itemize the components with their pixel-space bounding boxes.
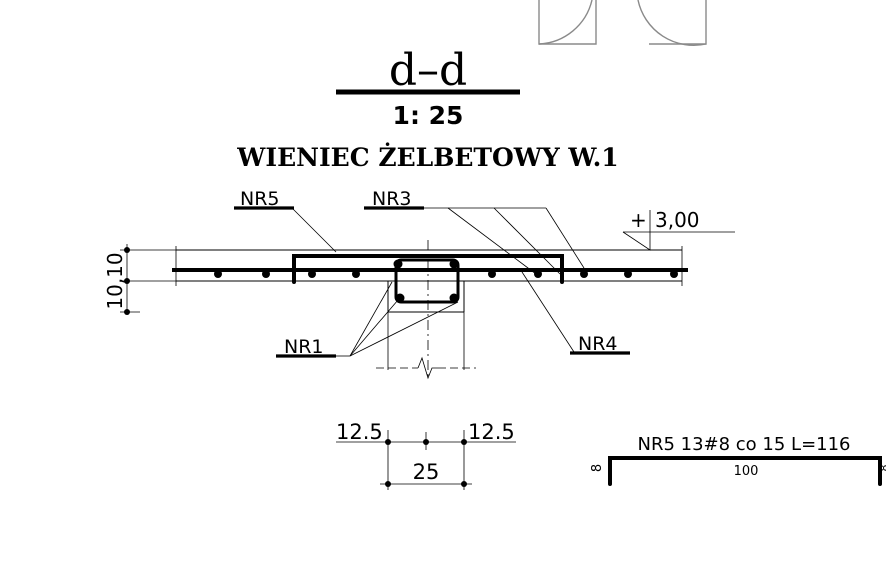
wall-break — [376, 312, 476, 380]
nr1-stirrup — [394, 258, 460, 304]
nr1-label: NR1 — [284, 336, 324, 358]
bar-hook-right: 8 — [878, 465, 886, 472]
bottom-dimension — [336, 430, 516, 490]
bar-schedule-length: 100 — [734, 464, 759, 479]
leader-lines — [291, 207, 585, 357]
slab-dims-label: 10,10 — [103, 252, 127, 309]
dim-left-half: 12.5 — [336, 420, 383, 444]
nr3-label: NR3 — [372, 188, 412, 210]
section-subtitle: WIENIEC ŻELBETOWY W.1 — [236, 143, 618, 172]
bar-hook-left: 8 — [590, 464, 605, 472]
dim-total-width: 25 — [413, 460, 440, 484]
nr5-label: NR5 — [240, 188, 280, 210]
slab-outline — [175, 246, 683, 313]
bar-schedule — [608, 456, 882, 486]
dim-right-half: 12.5 — [468, 420, 515, 444]
bar-schedule-title: NR5 13#8 co 15 L=116 — [637, 434, 850, 455]
section-scale: 1: 25 — [393, 101, 464, 130]
section-title: d–d — [389, 45, 467, 96]
rebar-dots — [214, 259, 678, 303]
left-dimension — [120, 244, 176, 315]
level-mark — [622, 210, 735, 251]
level-value: 3,00 — [655, 208, 700, 232]
level-sign: + — [630, 208, 647, 232]
nr4-label: NR4 — [578, 333, 618, 355]
door-fragment — [538, 0, 707, 47]
